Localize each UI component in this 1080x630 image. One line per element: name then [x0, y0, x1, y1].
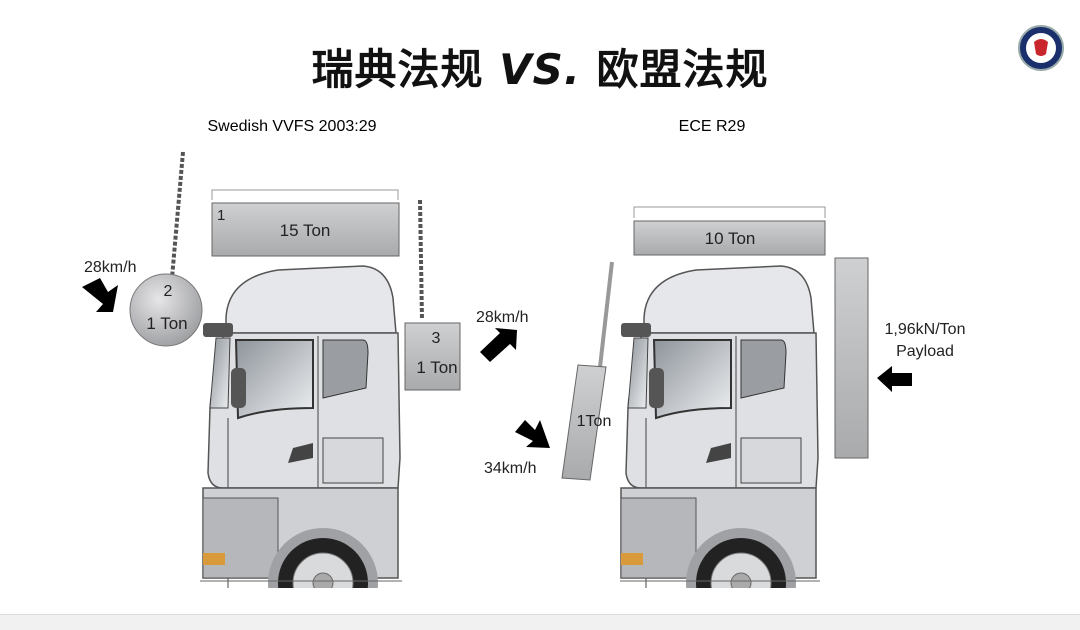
rear-wall-payload: Payload [896, 343, 954, 360]
title-swedish: 瑞典法规 [311, 45, 484, 94]
arrow-front-impact-ece-icon [515, 420, 550, 448]
scania-logo [1018, 25, 1064, 71]
roof-load-label-ece: 10 Ton [705, 229, 756, 248]
arrow-front-impact-icon [82, 278, 118, 312]
rear-wall-block [834, 257, 869, 459]
impact-pole [598, 261, 614, 368]
roof-load-block-15t [211, 202, 400, 257]
title-vs: VS. [499, 45, 581, 94]
roof-load-number: 1 [217, 207, 225, 224]
pendulum-ball-front [129, 273, 203, 347]
title-eu: 欧盟法规 [596, 45, 769, 94]
arrow-rear-wall-icon [877, 366, 912, 392]
front-impact-label: 1Ton [577, 413, 612, 430]
front-impact-speed: 34km/h [484, 460, 536, 477]
pendulum-block-rear [404, 322, 461, 391]
roof-load-label: 15 Ton [280, 221, 331, 240]
slide-footer-bar [0, 614, 1080, 630]
truck-left [202, 265, 401, 588]
rear-wall-load: 1,96kN/Ton [885, 321, 966, 338]
pendulum-front-label: 1 Ton [146, 314, 187, 333]
pendulum-rear-number: 3 [432, 330, 441, 347]
pendulum-front-speed: 28km/h [84, 259, 136, 276]
right-caption: ECE R29 [679, 118, 746, 135]
roof-load-bracket [211, 189, 399, 200]
front-impact-block [561, 364, 607, 481]
slide-title: 瑞典法规 VS. 欧盟法规 [0, 36, 1080, 97]
left-caption: Swedish VVFS 2003:29 [208, 118, 377, 135]
pendulum-front-number: 2 [164, 283, 173, 300]
arrow-rear-impact-icon [480, 328, 517, 362]
pendulum-rear-speed: 28km/h [476, 309, 528, 326]
right-panel-ece: ECE R29 10 Ton 1Ton 34km/h 1,96kN/Ton Pa… [484, 118, 966, 588]
chain-rear [418, 199, 424, 321]
truck-right [620, 265, 819, 588]
pendulum-rear-label: 1 Ton [416, 358, 457, 377]
left-panel-swedish: Swedish VVFS 2003:29 1 15 Ton 2 1 Ton 28… [82, 118, 528, 588]
roof-load-block-10t [633, 220, 826, 256]
chain-front [170, 151, 185, 279]
roof-load-bracket-ece [633, 206, 826, 218]
